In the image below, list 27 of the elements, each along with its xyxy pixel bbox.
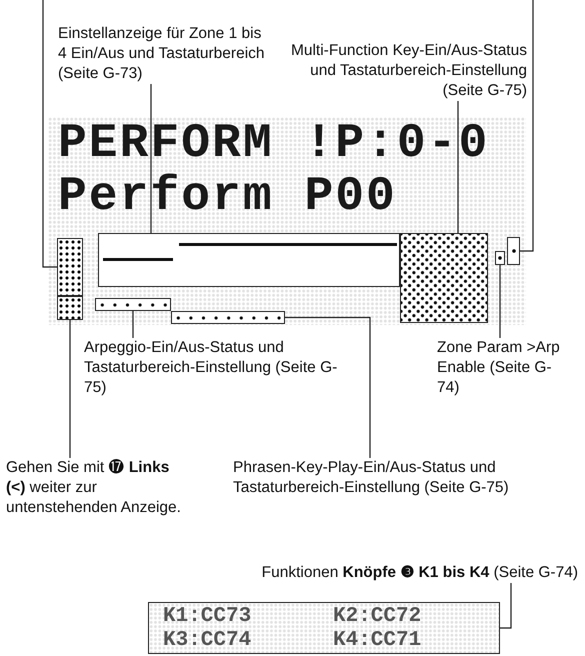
leader-line <box>69 320 71 458</box>
highlight-frame <box>57 296 83 320</box>
leader-line <box>520 0 534 252</box>
lcd-display <box>148 602 500 654</box>
highlight-frame <box>98 233 400 287</box>
callout-text: Funktionen Knöpfe ❸ K1 bis K4 (Seite G-74) <box>200 563 578 583</box>
callout-text: Zone Param >Arp Enable (Seite G-74) <box>437 338 567 398</box>
callout-text: Gehen Sie mit ⓱ Links (<) weiter zur untenstehenden Anzeige. <box>6 458 186 518</box>
highlight-frame <box>95 298 171 311</box>
leader-line <box>500 583 512 629</box>
highlight-frame <box>57 238 83 296</box>
highlight-frame <box>507 237 520 265</box>
highlight-frame <box>171 311 285 324</box>
lcd-text: K3:CC74 <box>163 629 252 653</box>
leader-line <box>499 265 501 338</box>
highlight-frame <box>495 251 505 265</box>
callout-text: Phrasen-Key-Play-Ein/Aus-Status und Tastaturbereich-Einstellung (Seite G-75) <box>233 458 581 498</box>
leader-line <box>285 316 371 458</box>
leader-line <box>42 0 57 268</box>
lcd-text: K1:CC73 <box>163 605 252 629</box>
leader-line <box>132 311 134 338</box>
callout-text: Multi-Function Key-Ein/Aus-Status und Tastaturbereich-Einstellung (Seite G-75) <box>285 41 527 101</box>
lcd-text: K2:CC72 <box>333 605 422 629</box>
lcd-text: K4:CC71 <box>333 629 422 653</box>
callout-text: Arpeggio-Ein/Aus-Status und Tastaturbereich-Einstellung (Seite G-75) <box>84 338 354 398</box>
highlight-frame <box>400 233 488 323</box>
callout-text: Einstellanzeige für Zone 1 bis 4 Ein/Aus und Tastaturbereich (Seite G-73) <box>58 24 273 84</box>
